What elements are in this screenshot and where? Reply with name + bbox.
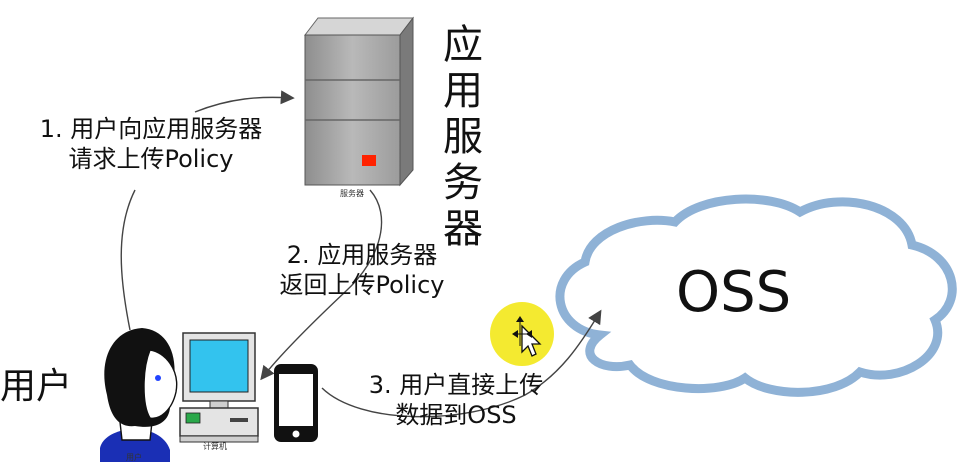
step-1-text: 1. 用户向应用服务器 请求上传Policy (16, 114, 286, 174)
step-2-line-2: 返回上传Policy (279, 271, 445, 299)
server-icon (303, 16, 415, 187)
step-2-line-1: 2. 应用服务器 (286, 241, 438, 269)
server-indicator (362, 155, 376, 166)
cursor-icon (512, 316, 542, 357)
upload-arrow (321, 309, 602, 418)
step-3-text: 3. 用户直接上传 数据到OSS (346, 370, 566, 430)
server-caption: 服务器 (340, 189, 364, 198)
user-caption: 用户 (126, 453, 142, 462)
response-arrow (260, 189, 383, 381)
app-server-label: 应用服务器 (443, 22, 483, 252)
step-1-line-1: 1. 用户向应用服务器 (39, 115, 263, 143)
step-2-text: 2. 应用服务器 返回上传Policy (262, 240, 462, 300)
step-3-line-2: 数据到OSS (395, 401, 517, 429)
oss-cloud-icon (555, 194, 957, 397)
step-3-line-1: 3. 用户直接上传 (368, 371, 544, 399)
request-arrow (120, 97, 292, 331)
step-1-line-2: 请求上传Policy (68, 145, 234, 173)
user-label: 用户 (0, 366, 73, 407)
user-avatar-icon (100, 328, 178, 462)
smartphone-icon (274, 364, 318, 442)
computer-caption: 计算机 (203, 442, 227, 451)
oss-label: OSS (676, 260, 792, 325)
computer-icon (179, 332, 259, 443)
